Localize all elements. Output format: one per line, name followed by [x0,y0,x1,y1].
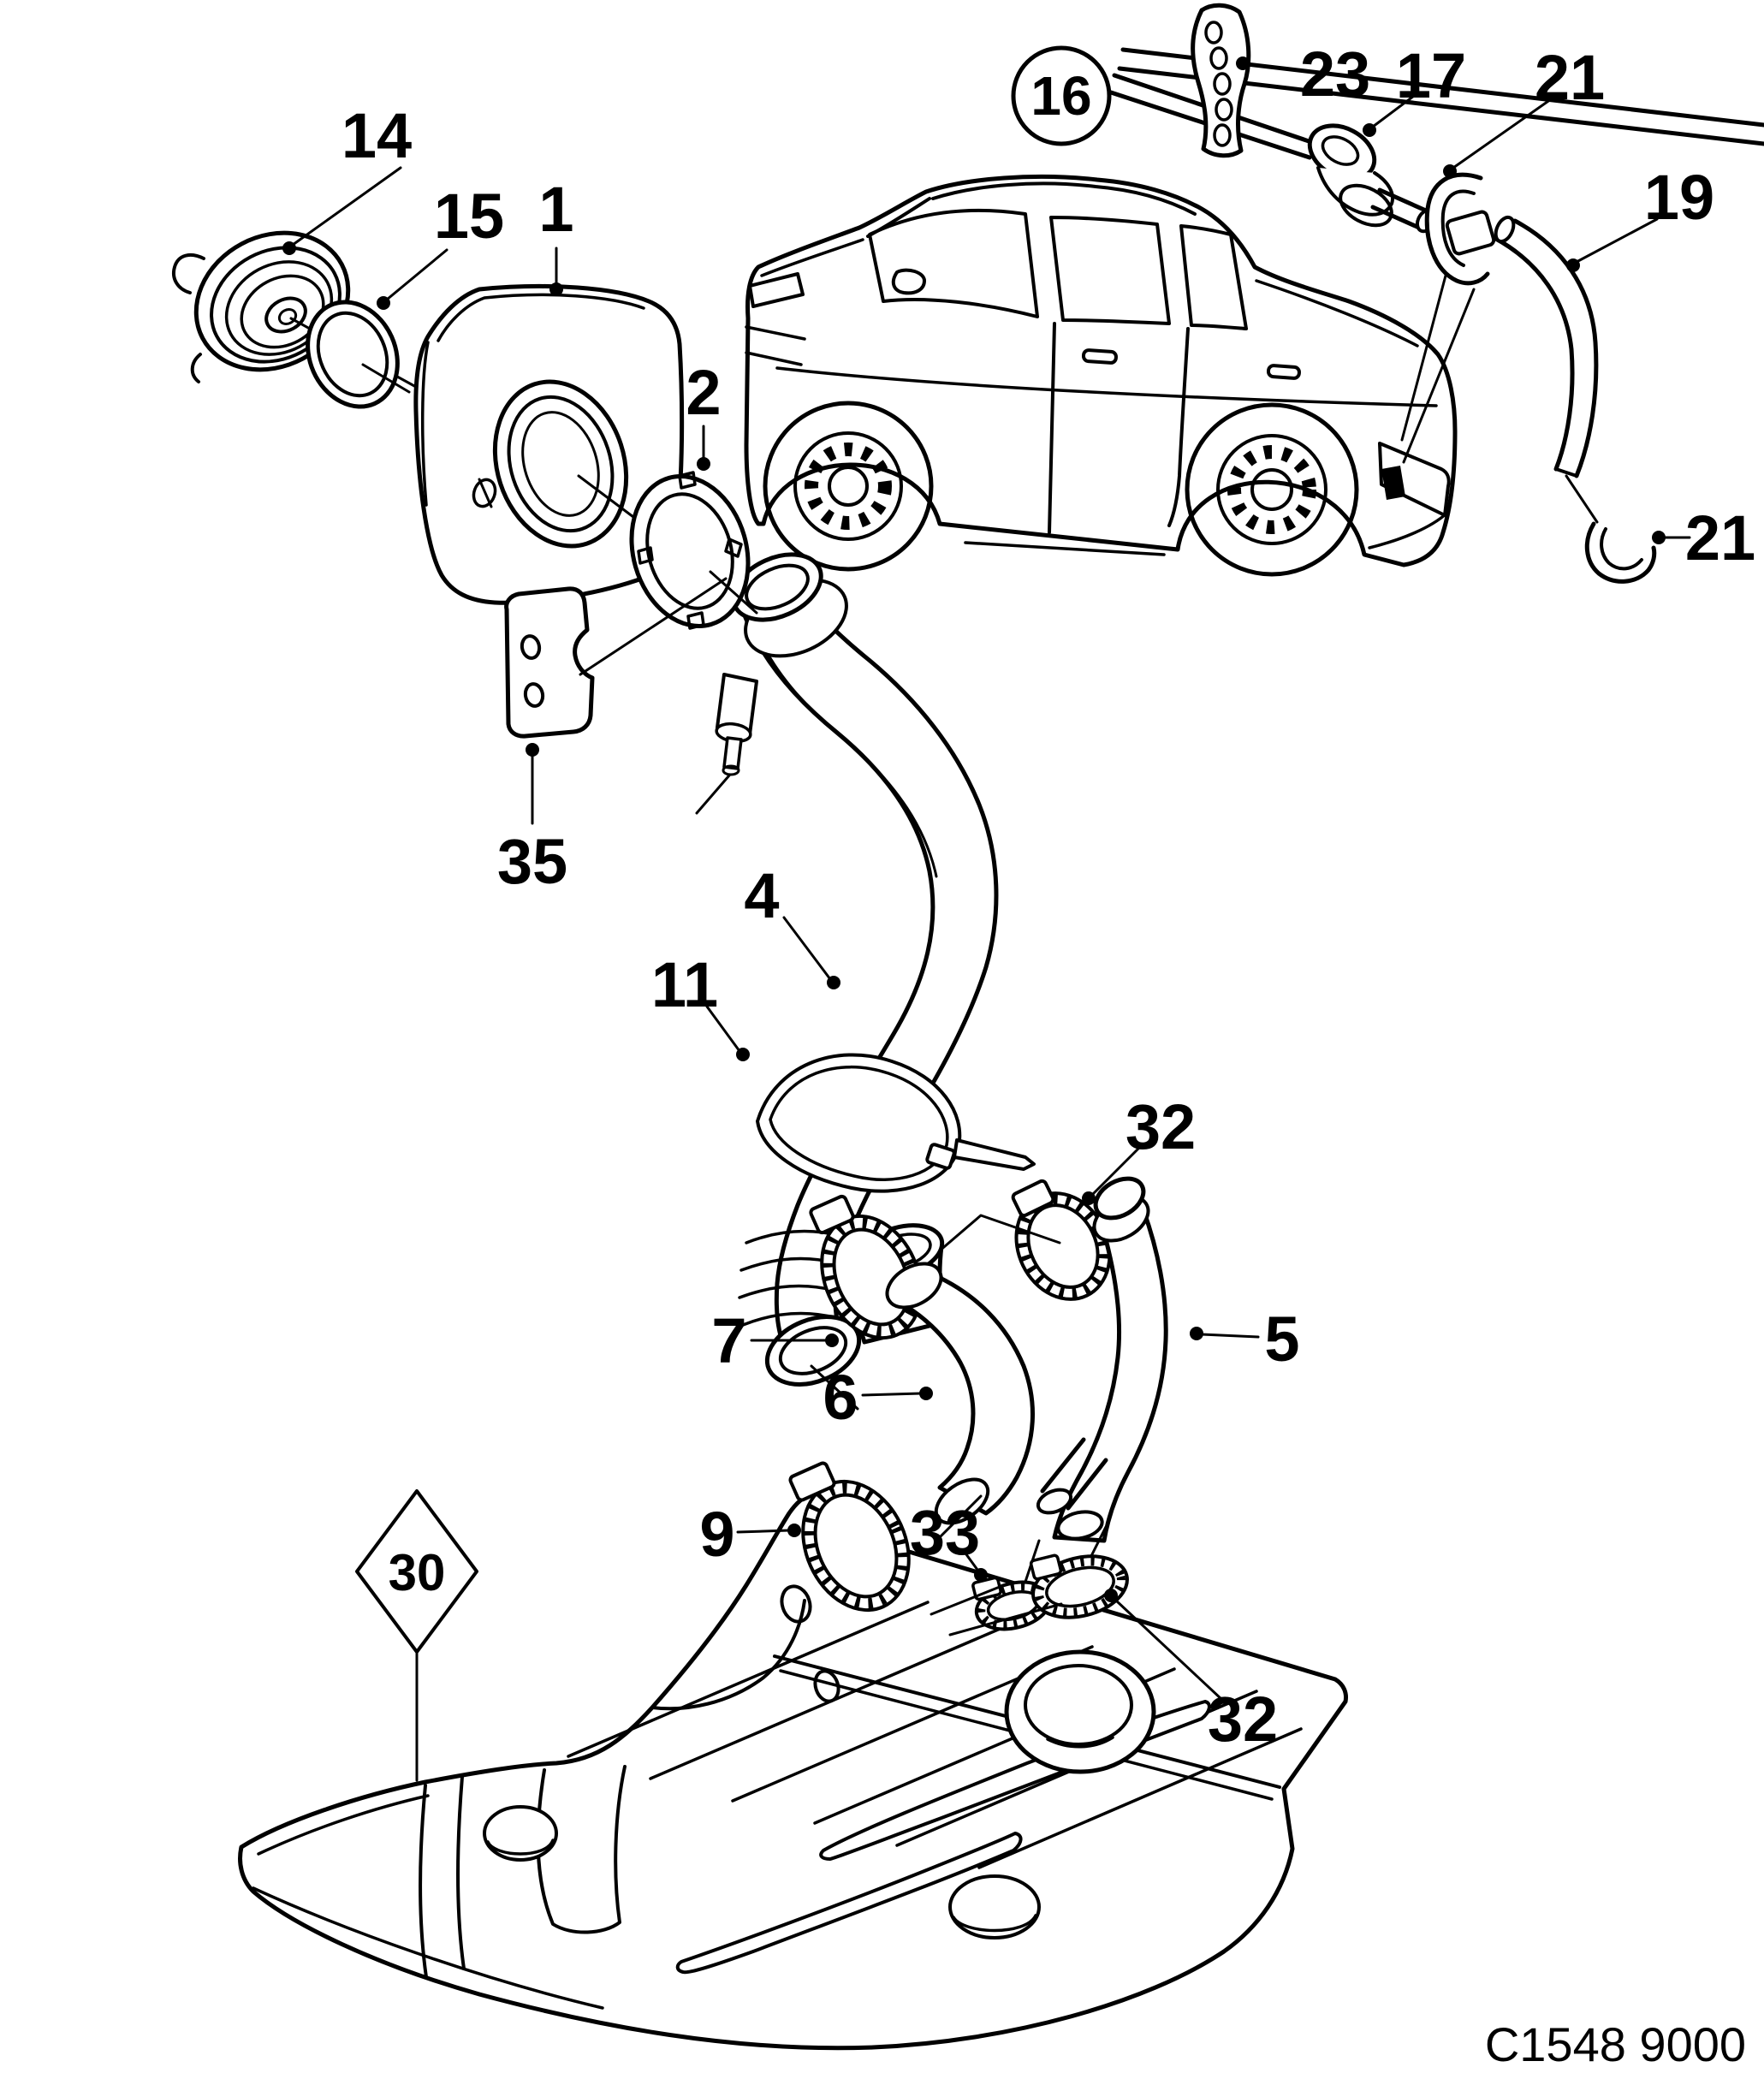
hose-clamp-32-upper [1011,1179,1112,1301]
callout-grommet: 17 [1396,40,1466,111]
callout-clamp-top: 32 [1126,1091,1196,1162]
rear-vent-hose [1492,215,1599,524]
callout-vent-hose: 5 [1264,1304,1299,1375]
door-handle-rear [1266,364,1301,380]
rear-wheel [1185,402,1359,577]
car-illustration [744,175,1476,577]
fuel-tank [238,1491,1348,2051]
car-mirror [891,268,926,295]
hose-clamp-9 [788,1461,911,1613]
callout-clip-top: 21 [1535,42,1605,113]
locking-ring [629,471,758,630]
assembly-line [948,1602,1063,1636]
filler-pipe [695,552,999,1411]
seal-ring [306,300,411,409]
drawing-code: C1548 9000 [1485,2017,1746,2071]
callout-filler-housing: 1 [538,174,573,245]
vent-pipe-assembly [1108,3,1764,584]
cable-tie-head [925,1143,956,1170]
callout-cable-tie: 11 [651,949,718,1020]
cable-tie-strap [953,1138,1036,1171]
callout-locking-ring: 2 [686,357,721,428]
door-handle-front [1081,348,1118,365]
pipe-strap-bracket [1191,3,1251,158]
tank-ridge [675,1832,1023,1975]
callout-labels: 14 15 1 2 35 23 17 21 19 21 4 11 32 7 6 … [342,39,1755,1755]
callout-clip-bottom: 21 [1685,502,1755,573]
callout-clamp-mid: 7 [711,1305,746,1376]
callout-fuel-tank: 30 [389,1544,446,1601]
callout-fuel-cap: 14 [342,100,412,171]
callout-mounting-bracket: 35 [497,826,567,897]
fuel-filler-door-mark [1381,466,1405,500]
callout-pipe-strap: 23 [1300,39,1370,110]
tank-diamond-callout: 30 [355,1489,478,1654]
leader-lines [282,56,1691,1782]
callout-rear-vent-hose: 19 [1644,162,1714,233]
filler-housing [413,284,685,605]
connecting-hose [885,1262,1035,1539]
reference-balloon: 16 [1011,45,1112,146]
hose-connector [1445,210,1496,256]
cable-tie [756,1053,1036,1193]
callout-clamp-low: 9 [699,1499,734,1570]
assembly-line [579,577,728,676]
callout-small-clamp: 33 [910,1497,980,1568]
pipe-vent-nipple [695,673,758,815]
callout-seal-ring: 15 [434,181,504,252]
taillight [1378,442,1451,517]
vent-hose [1024,1176,1168,1583]
headlight [748,272,805,308]
callout-car-reference: 16 [1030,65,1091,127]
front-wheel [763,401,934,572]
hose-clip-lower [1584,521,1657,584]
hose-clamp-32-lower [1029,1553,1129,1619]
tank-dome [948,1874,1041,1939]
mounting-bracket [504,577,728,739]
callout-filler-pipe: 4 [744,860,779,931]
callout-clamp-tank: 32 [1208,1684,1278,1755]
location-pointer-line [1402,288,1476,464]
tank-dome [483,1805,558,1862]
callout-connecting-hose: 6 [823,1362,858,1433]
assembly-line [930,1585,1001,1616]
tank-filler-boss [1004,1649,1156,1774]
grommet [1307,123,1394,228]
